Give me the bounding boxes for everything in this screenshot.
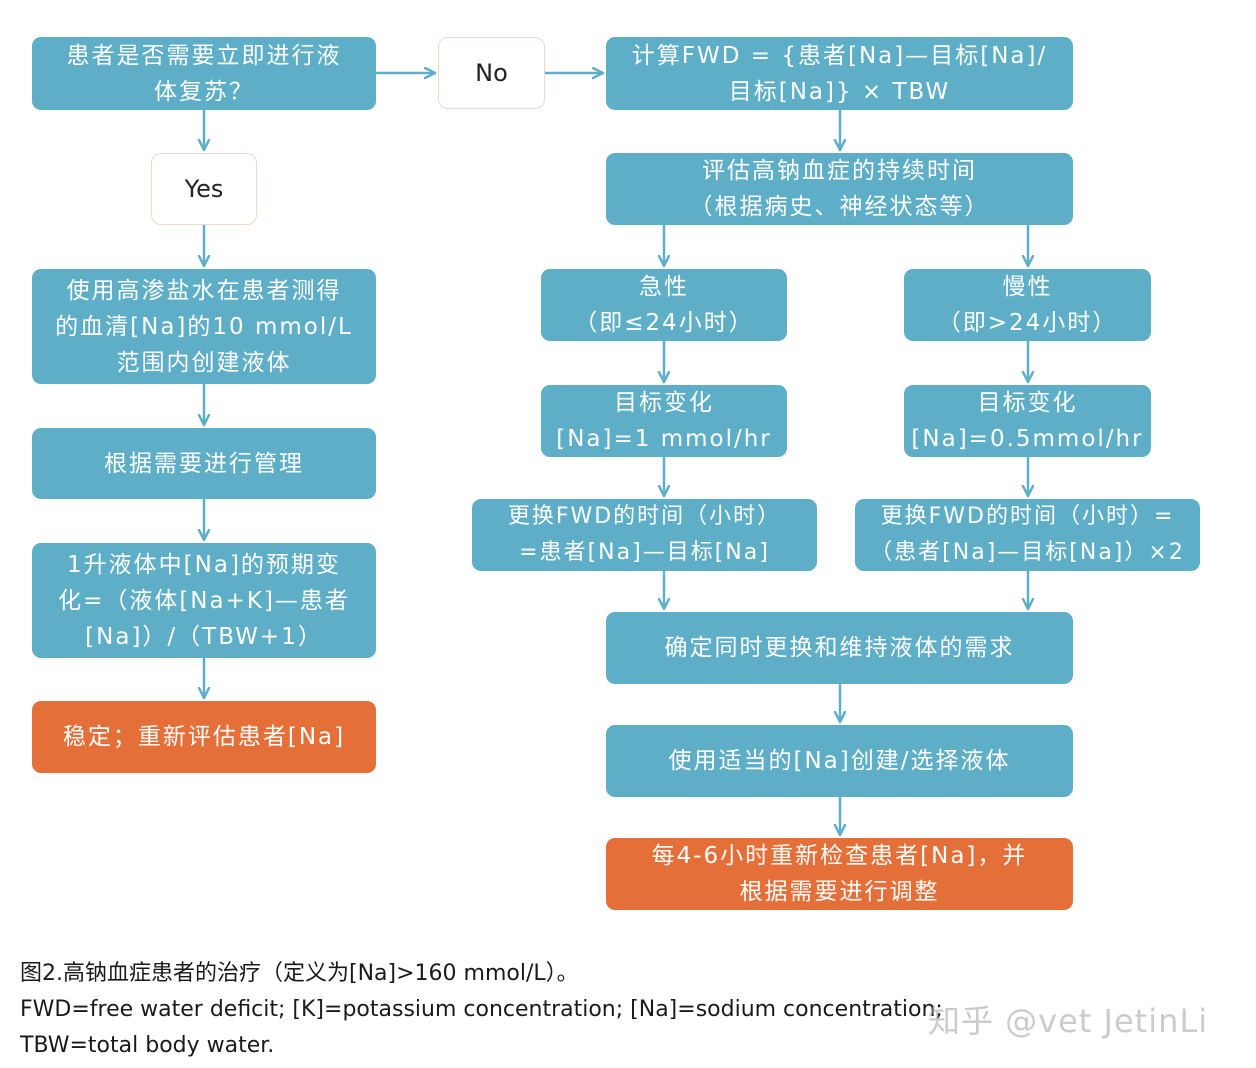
caption-line-1: 图2.高钠血症患者的治疗（定义为[Na]>160 mmol/L）。 (20, 961, 579, 986)
watermark: 知乎 @vet JetinLi (928, 1002, 1209, 1040)
node-chronic: 慢性 （即>24小时） (904, 269, 1151, 341)
node-create-select-fluid: 使用适当的[Na]创建/选择液体 (606, 725, 1073, 797)
caption-line-2: FWD=free water deficit; [K]=potassium co… (20, 997, 943, 1022)
node-hypertonic-saline: 使用高渗盐水在患者测得 的血清[Na]的10 mmol/L 范围内创建液体 (32, 269, 376, 384)
node-yes-label: Yes (151, 153, 257, 225)
node-replace-chronic: 更换FWD的时间（小时）= （患者[Na]—目标[Na]）×2 (855, 499, 1200, 571)
figure-caption: 图2.高钠血症患者的治疗（定义为[Na]>160 mmol/L）。 FWD=fr… (20, 956, 1240, 1064)
node-replace-acute: 更换FWD的时间（小时） =患者[Na]—目标[Na] (472, 499, 817, 571)
node-target-chronic: 目标变化 [Na]=0.5mmol/hr (904, 385, 1151, 457)
node-calc-fwd: 计算FWD = {患者[Na]—目标[Na]/ 目标[Na]} × TBW (606, 37, 1073, 110)
caption-line-3: TBW=total body water. (20, 1033, 275, 1058)
node-target-acute: 目标变化 [Na]=1 mmol/hr (541, 385, 787, 457)
node-stable-reassess: 稳定；重新评估患者[Na] (32, 701, 376, 773)
node-expected-change: 1升液体中[Na]的预期变 化=（液体[Na+K]—患者 [Na]）/（TBW+… (32, 543, 376, 658)
node-manage-as-needed: 根据需要进行管理 (32, 428, 376, 499)
node-no-label: No (438, 37, 545, 109)
node-acute: 急性 （即≤24小时） (541, 269, 787, 341)
node-recheck: 每4-6小时重新检查患者[Na]，并 根据需要进行调整 (606, 838, 1073, 910)
node-need-resuscitation: 患者是否需要立即进行液 体复苏？ (32, 37, 376, 110)
node-determine-fluid-needs: 确定同时更换和维持液体的需求 (606, 612, 1073, 684)
node-assess-duration: 评估高钠血症的持续时间 （根据病史、神经状态等） (606, 153, 1073, 225)
